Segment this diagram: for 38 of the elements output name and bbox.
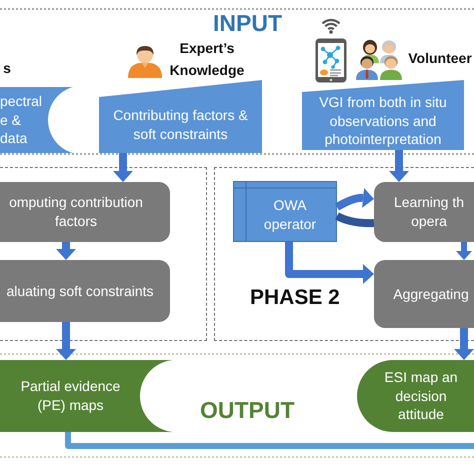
section-title: INPUT: [213, 10, 282, 36]
source-heading: Volunteer: [407, 49, 473, 68]
manual-input-shape: [99, 80, 262, 153]
input-label: VGI from both in situ observations and photointerpretation: [318, 92, 448, 150]
step-label: aluating soft constraints: [6, 282, 154, 300]
phase-frame: [214, 167, 474, 341]
process-step: [0, 260, 170, 322]
source-heading: s: [2, 59, 12, 78]
phase-frame: [0, 167, 207, 341]
input-label: pectral e & data: [0, 92, 44, 148]
curved-arrow: [335, 188, 374, 210]
step-label: omputing contribution factors: [8, 193, 144, 231]
output-label: Partial evidence (PE) maps: [20, 377, 122, 415]
arrow: [456, 242, 472, 260]
arrow: [56, 242, 76, 260]
section-band: [0, 353, 474, 458]
step-label: Aggregating: [393, 284, 469, 304]
arrow: [113, 153, 133, 182]
operator-label: OWA operator: [262, 196, 318, 234]
data-input-shape: [0, 87, 73, 153]
input-label: Contributing factors & soft constraints: [112, 106, 249, 144]
curved-connector: [335, 212, 374, 228]
storage-shape: [233, 181, 337, 242]
process-step: [374, 260, 474, 328]
connector-line: [65, 432, 474, 449]
output-shape: [0, 360, 173, 432]
manual-input-shape: [302, 80, 464, 150]
process-step: [374, 182, 474, 242]
phase-title: PHASE 2: [250, 286, 340, 310]
arrow: [56, 322, 76, 360]
output-terminal: [357, 360, 474, 432]
process-step: [0, 182, 170, 242]
arrow: [454, 328, 474, 360]
section-title: OUTPUT: [200, 397, 295, 424]
arrow: [389, 150, 409, 182]
step-label: Learning th opera: [392, 193, 466, 231]
output-label: ESI map an decision attitude: [383, 368, 459, 424]
source-heading: Expert’s Knowledge: [168, 39, 246, 80]
